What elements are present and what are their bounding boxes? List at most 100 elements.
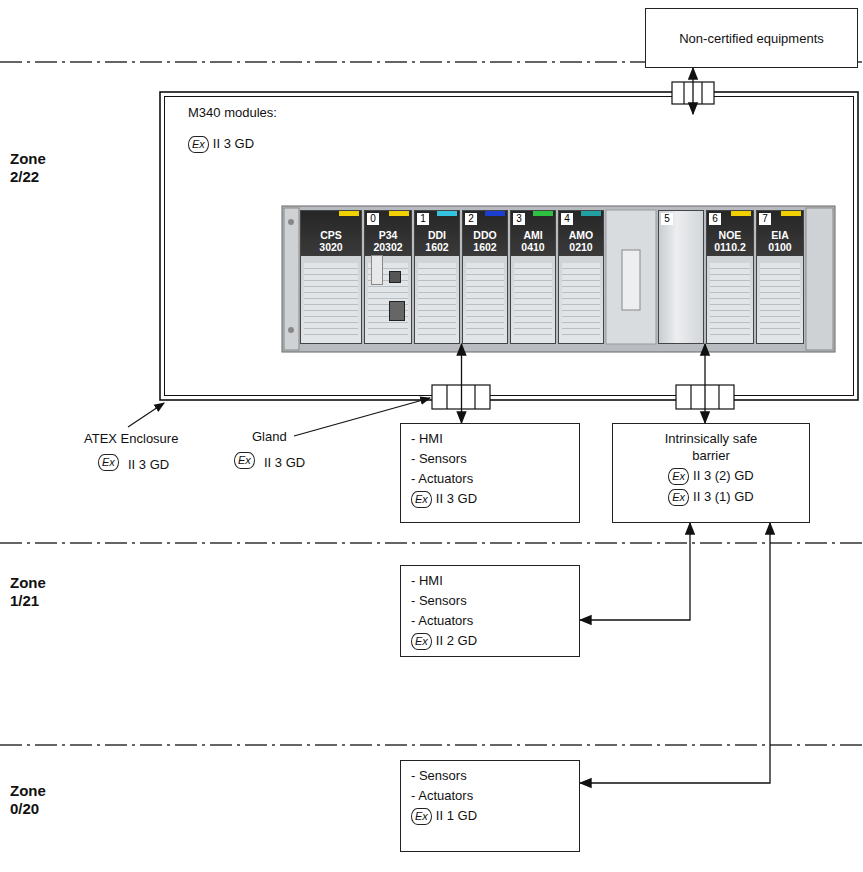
- device-box: - HMI - Sensors - ActuatorsEx II 2 GD: [400, 565, 580, 657]
- node-text: - Sensors: [411, 768, 467, 783]
- text-row: - HMI: [411, 572, 569, 589]
- connector-arrow: [704, 344, 705, 423]
- node-text: II 3 (2) GD: [693, 468, 754, 483]
- node-text: II 3 (1) GD: [693, 489, 754, 504]
- text-row: Ex II 3 GD: [188, 135, 277, 153]
- connector-arrow: [580, 523, 770, 783]
- module-name: AMI 0410: [513, 229, 553, 253]
- text-row: - Actuators: [411, 787, 569, 804]
- callout-label: ATEX Enclosure: [84, 430, 178, 447]
- ex-marking: II 3 GD: [264, 454, 305, 471]
- node-text: - Actuators: [411, 788, 473, 803]
- node-text: - HMI: [411, 573, 443, 588]
- node-text: - Sensors: [411, 593, 467, 608]
- text-row: Ex II 1 GD: [411, 807, 569, 825]
- node-text: II 1 GD: [436, 808, 477, 823]
- module: 3AMI 0410: [510, 210, 556, 344]
- status-strip: [437, 211, 457, 216]
- status-strip: [339, 211, 359, 216]
- device-box: - Sensors - ActuatorsEx II 1 GD: [400, 760, 580, 852]
- module-name: NOE 0110.2: [710, 229, 750, 253]
- zone-label: Zone 2/22: [10, 150, 60, 186]
- module-name: AMO 0210: [561, 229, 601, 253]
- device-box: Intrinsically safe barrierExII 3 (2) GDE…: [612, 423, 810, 523]
- status-strip: [781, 211, 801, 216]
- device-box: - HMI - Sensors - ActuatorsEx II 3 GD: [400, 423, 580, 523]
- node-text: M340 modules:: [188, 105, 277, 120]
- module-panel: [418, 263, 456, 337]
- ex-mark: Ex: [411, 633, 432, 650]
- module-panel: [304, 263, 358, 337]
- node-text: - Actuators: [411, 613, 473, 628]
- node-text: II 3 GD: [436, 491, 477, 506]
- text-row: - Sensors: [411, 767, 569, 784]
- ex-mark: Ex: [668, 489, 689, 506]
- device-box: Non-certified equipments: [645, 8, 858, 68]
- text-row: - HMI: [411, 430, 569, 447]
- rack-frame: [282, 206, 835, 352]
- status-strip: [731, 211, 751, 216]
- callout-label: Gland: [252, 428, 287, 445]
- module: 7EIA 0100: [756, 210, 804, 344]
- node-text: II 2 GD: [436, 633, 477, 648]
- module-panel: [760, 263, 800, 337]
- module: 1DDI 1602: [414, 210, 460, 344]
- slot-number: 0: [367, 213, 379, 225]
- module: 5: [658, 210, 704, 344]
- module-panel: [514, 263, 552, 337]
- ex-mark: Ex: [234, 452, 255, 469]
- ex-mark: Ex: [668, 468, 689, 485]
- slot-number: 1: [417, 213, 429, 225]
- usb-port: [389, 271, 401, 283]
- node-text: II 3 GD: [213, 136, 254, 151]
- text-row: Ex II 3 GD: [411, 490, 569, 508]
- atex-enclosure-outline: [160, 92, 858, 400]
- slot-number: 7: [759, 213, 771, 225]
- module: 0P34 20302: [364, 210, 412, 344]
- module: 2DDO 1602: [462, 210, 508, 344]
- slot-number: 6: [709, 213, 721, 225]
- text-row: - Actuators: [411, 470, 569, 487]
- text-row: Non-certified equipments: [656, 30, 847, 47]
- atex-enclosure: M340 modules: Ex II 3 GD CPS 3020 0P34 20302…: [160, 92, 858, 400]
- connector-arrow: [461, 344, 462, 423]
- enclosure-caption: M340 modules: Ex II 3 GD: [188, 104, 277, 153]
- ex-mark: Ex: [188, 136, 209, 153]
- status-strip: [533, 211, 553, 216]
- module: 4AMO 0210: [558, 210, 604, 344]
- module-panel: [710, 263, 750, 337]
- module-name: DDI 1602: [417, 229, 457, 253]
- connector-arrow: [692, 68, 693, 114]
- slot-number: 5: [661, 213, 673, 225]
- module-panel: [562, 263, 600, 337]
- module-name: CPS 3020: [311, 229, 351, 253]
- status-strip: [485, 211, 505, 216]
- text-row: - Sensors: [411, 592, 569, 609]
- connector-arrow: [580, 523, 690, 620]
- memory-card-slot: [371, 255, 383, 285]
- text-row: - Sensors: [411, 450, 569, 467]
- text-row: Ex II 3 (2) GD: [623, 467, 799, 485]
- zone-boundary: [0, 62, 863, 745]
- status-strip: [389, 211, 409, 216]
- module-panel: [466, 263, 504, 337]
- ex-mark: Ex: [411, 491, 432, 508]
- ex-mark: Ex: [98, 454, 119, 471]
- ex-mark: Ex: [411, 808, 432, 825]
- text-row: M340 modules:: [188, 104, 277, 121]
- module-name: P34 20302: [368, 229, 408, 253]
- module-name: DDO 1602: [465, 229, 505, 253]
- node-text: - Actuators: [411, 471, 473, 486]
- slot-number: 4: [561, 213, 573, 225]
- status-strip: [581, 211, 601, 216]
- text-row: Intrinsically safe barrier: [656, 430, 766, 464]
- slot-number: 2: [465, 213, 477, 225]
- text-row: - Actuators: [411, 612, 569, 629]
- zone-label: Zone 1/21: [10, 574, 60, 610]
- node-text: - Sensors: [411, 451, 467, 466]
- zone-label: Zone 0/20: [10, 782, 60, 818]
- cable-gland: [432, 82, 734, 409]
- node-text: Non-certified equipments: [679, 31, 824, 46]
- module: CPS 3020: [300, 210, 362, 344]
- text-row: Ex II 2 GD: [411, 632, 569, 650]
